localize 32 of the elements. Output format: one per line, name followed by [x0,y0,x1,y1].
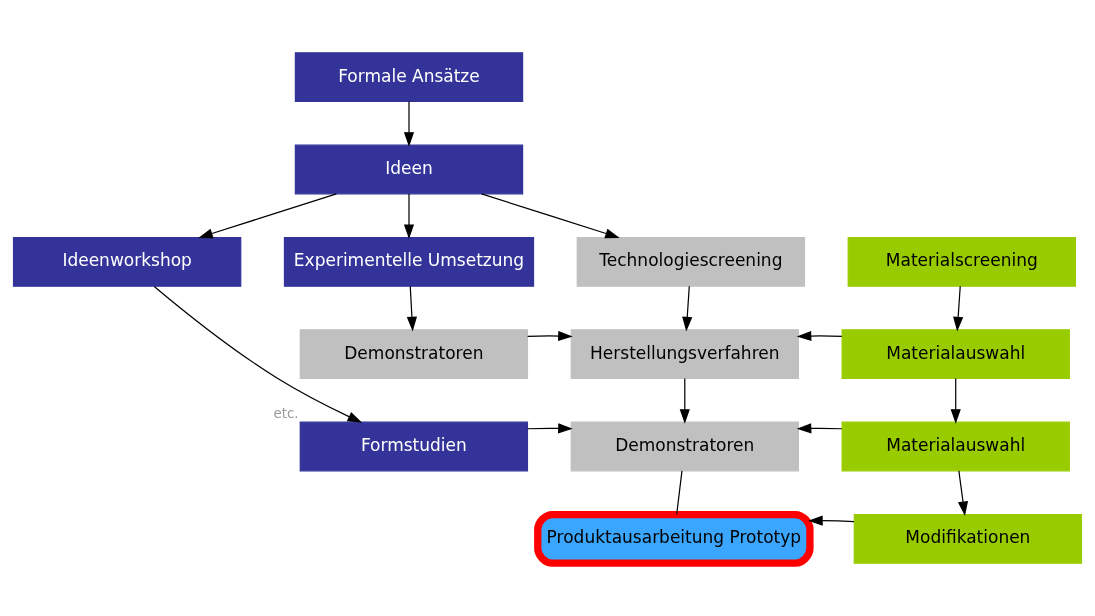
node-box: Technologiescreening [576,236,806,287]
arrow [406,285,417,332]
node-box: Produktausarbeitung Prototyp [534,510,814,567]
arrow [950,377,961,424]
arrow [796,423,843,434]
node-box: Demonstratoren [570,421,799,472]
node-box: Formstudien [299,421,529,472]
arrow [957,470,969,517]
arrow [198,193,337,239]
node-box: Herstellungsverfahren [570,329,799,380]
arrow [403,100,415,147]
arrow [527,330,573,342]
arrow [682,285,693,332]
node-box: Ideenworkshop [12,236,242,287]
node-box: Modifikationen [853,513,1083,564]
arrow [481,193,620,239]
connector [676,470,683,515]
node-box: Ideen [294,144,524,195]
node-box: Materialauswahl [841,421,1070,472]
arrow [808,515,855,526]
node-box: Demonstratoren [299,329,529,380]
node-box: Materialscreening [847,236,1076,287]
arrow [527,423,573,434]
arrow [153,285,363,423]
arrow [403,193,415,240]
node-box: Experimentelle Umsetzung [283,236,535,287]
node-label: etc. [273,406,299,422]
arrow [953,285,964,332]
arrow [679,377,690,424]
arrow [796,330,843,342]
node-box: Materialauswahl [841,329,1070,380]
node-box: Formale Ansätze [294,52,524,103]
